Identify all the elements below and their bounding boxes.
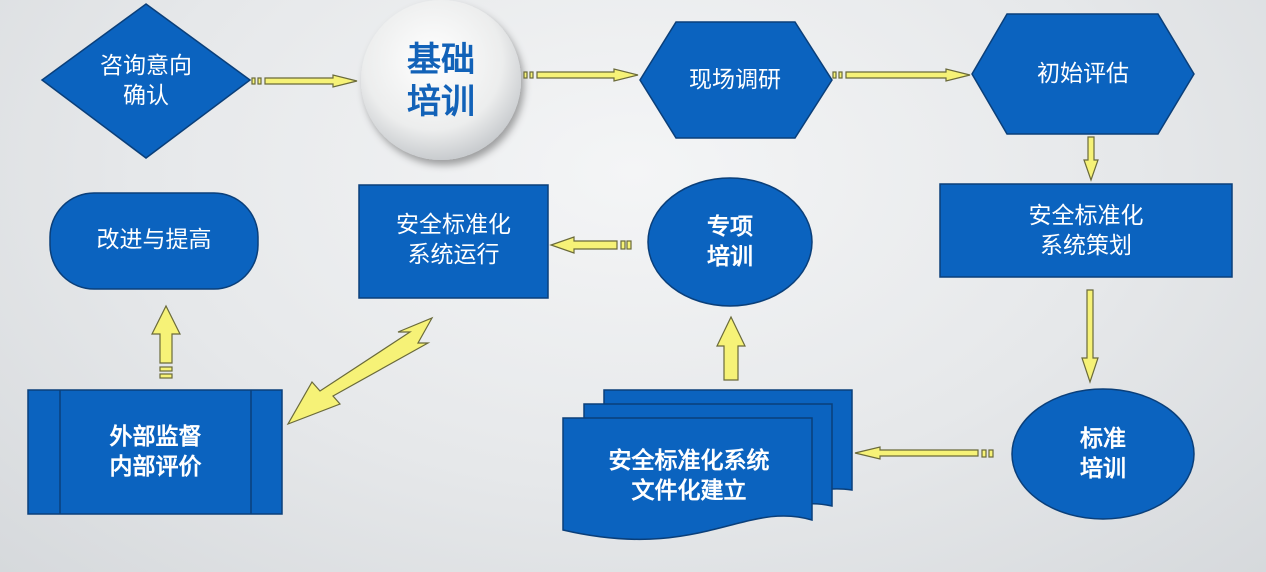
supervision-evaluation-label: 外部监督 内部评价 [109,424,202,480]
basic-training-label: 基础 培训 [407,40,475,122]
arrow-planning-to-standard [1081,289,1099,384]
site-survey-label: 现场调研 [689,67,781,93]
consult-diamond [40,3,252,159]
improvement-rounded-box [49,192,259,290]
system-planning-box [939,183,1233,278]
arrow-operation-to-supervision [286,316,434,426]
arrow-basic-to-survey [523,68,639,82]
standard-training-label: 标准 培训 [1080,426,1126,482]
site-survey-hexagon [639,21,833,139]
supervision-evaluation-process [27,389,283,515]
arrow-documentation-to-special [716,315,746,381]
arrow-survey-to-assessment [832,68,971,82]
arrow-supervision-to-improvement [151,304,181,379]
special-training-ellipse [647,177,813,307]
initial-assessment-label: 初始评估 [1037,61,1129,87]
initial-assessment-hexagon [971,13,1195,135]
standard-training-ellipse [1011,388,1195,520]
arrow-special-to-operation [549,236,632,254]
improvement-label: 改进与提高 [96,227,212,253]
special-training-label: 专项 培训 [707,214,753,270]
basic-training-circle [361,0,521,160]
system-operation-label: 安全标准化 系统运行 [396,212,511,268]
consult-label: 咨询意向 确认 [100,53,192,109]
system-operation-box [358,184,549,299]
system-planning-label: 安全标准化 系统策划 [1028,203,1144,259]
documentation-label: 安全标准化系统 文件化建立 [608,448,770,504]
arrow-consult-to-basic [251,74,358,88]
arrow-standard-to-documentation [854,446,994,460]
documentation-multidoc [562,389,853,541]
arrow-assessment-to-planning [1083,136,1099,182]
